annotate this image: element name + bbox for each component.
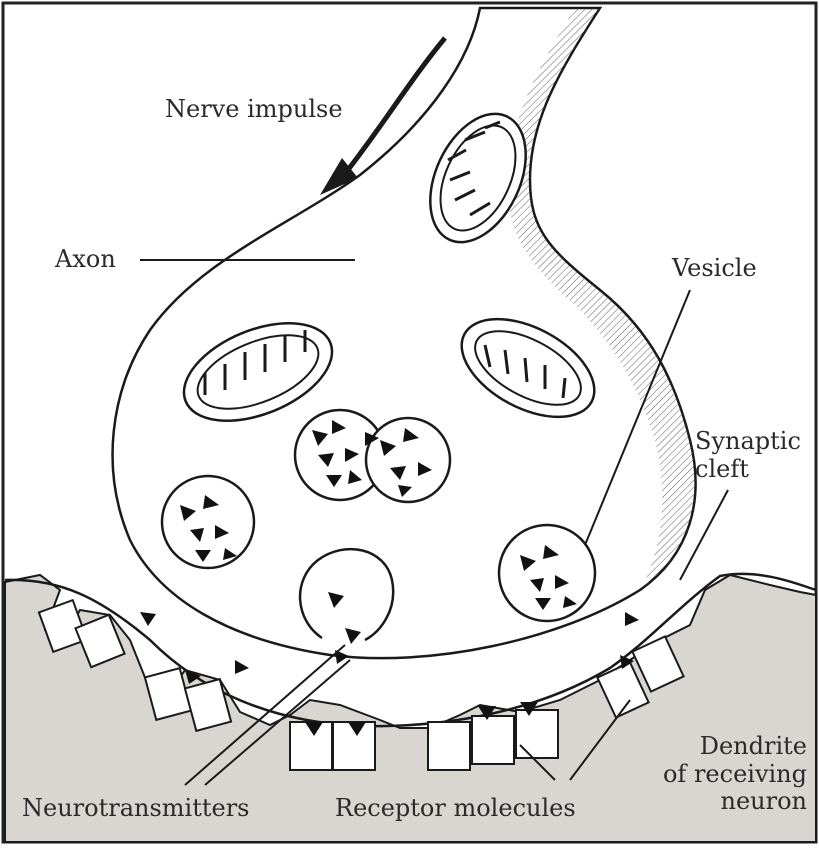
label-axon: Axon <box>55 246 116 274</box>
label-synaptic-cleft-line2: cleft <box>695 456 801 484</box>
label-synaptic-cleft-line1: Synaptic <box>695 428 801 456</box>
label-dendrite-line3: neuron <box>663 788 807 816</box>
fusing-vesicle <box>300 549 393 640</box>
label-synaptic-cleft: Synaptic cleft <box>695 428 801 483</box>
label-dendrite-line2: of receiving <box>663 761 807 789</box>
label-dendrite-line1: Dendrite <box>663 733 807 761</box>
label-vesicle: Vesicle <box>672 255 757 283</box>
receptor <box>472 716 514 764</box>
receptor <box>516 710 558 758</box>
label-receptor-molecules: Receptor molecules <box>335 795 576 823</box>
label-neurotransmitters: Neurotransmitters <box>22 795 250 823</box>
label-nerve-impulse: Nerve impulse <box>165 96 343 124</box>
receptor <box>428 722 470 770</box>
label-dendrite: Dendrite of receiving neuron <box>663 733 807 816</box>
vesicle <box>499 525 595 621</box>
